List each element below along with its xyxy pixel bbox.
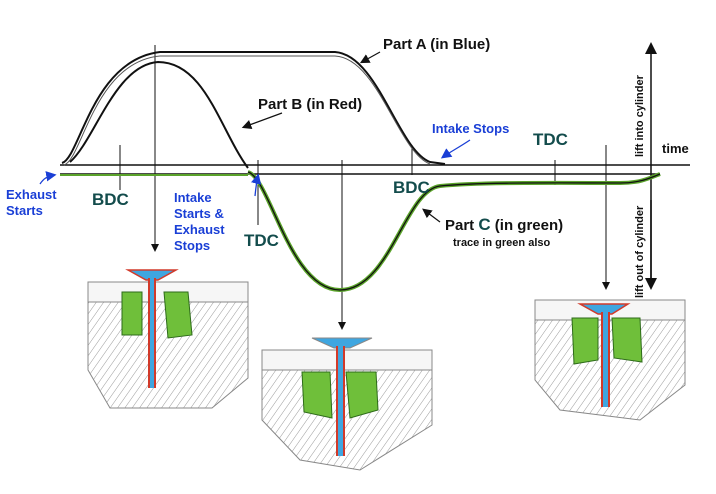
lift-out-label: lift out of cylinder bbox=[634, 205, 646, 298]
lift-into-label: lift into cylinder bbox=[634, 75, 646, 157]
exhaust-starts-line-2: Starts bbox=[6, 203, 43, 218]
exhaust-valve-sketch bbox=[534, 299, 686, 421]
time-label: time bbox=[662, 141, 689, 156]
piston-chamber-sketch bbox=[261, 337, 433, 471]
part-c-label: Part C (in green) bbox=[445, 215, 563, 235]
intake-starts-label: Intake Starts & Exhaust Stops bbox=[174, 190, 225, 254]
intake-starts-line-1: Intake bbox=[174, 190, 212, 205]
guide-lines bbox=[119, 45, 610, 330]
intake-starts-line-2: Starts & bbox=[174, 206, 224, 221]
part-c-note: trace in green also bbox=[453, 237, 551, 249]
part-a-curve bbox=[61, 51, 446, 165]
intake-valve-sketch bbox=[87, 269, 249, 409]
part-c-letter: C bbox=[478, 215, 491, 234]
intake-starts-line-3: Exhaust bbox=[174, 222, 225, 237]
part-a-label: Part A (in Blue) bbox=[383, 36, 491, 53]
exhaust-starts-line-1: Exhaust bbox=[6, 187, 57, 202]
bdc-label-1: BDC bbox=[92, 190, 129, 209]
label-arrows bbox=[241, 51, 441, 223]
part-b-label: Part B (in Red) bbox=[258, 96, 363, 113]
tdc-label-1: TDC bbox=[244, 231, 279, 250]
tdc-label-2: TDC bbox=[533, 130, 568, 149]
exhaust-starts-label: Exhaust Starts bbox=[6, 187, 57, 219]
intake-starts-line-4: Stops bbox=[174, 238, 211, 253]
bdc-label-2: BDC bbox=[393, 178, 430, 197]
part-b-curve bbox=[69, 60, 249, 169]
blue-arrows bbox=[39, 139, 471, 197]
part-c-prefix: Part bbox=[445, 217, 479, 234]
intake-stops-label: Intake Stops bbox=[432, 121, 510, 136]
part-c-suffix: (in green) bbox=[490, 217, 564, 234]
